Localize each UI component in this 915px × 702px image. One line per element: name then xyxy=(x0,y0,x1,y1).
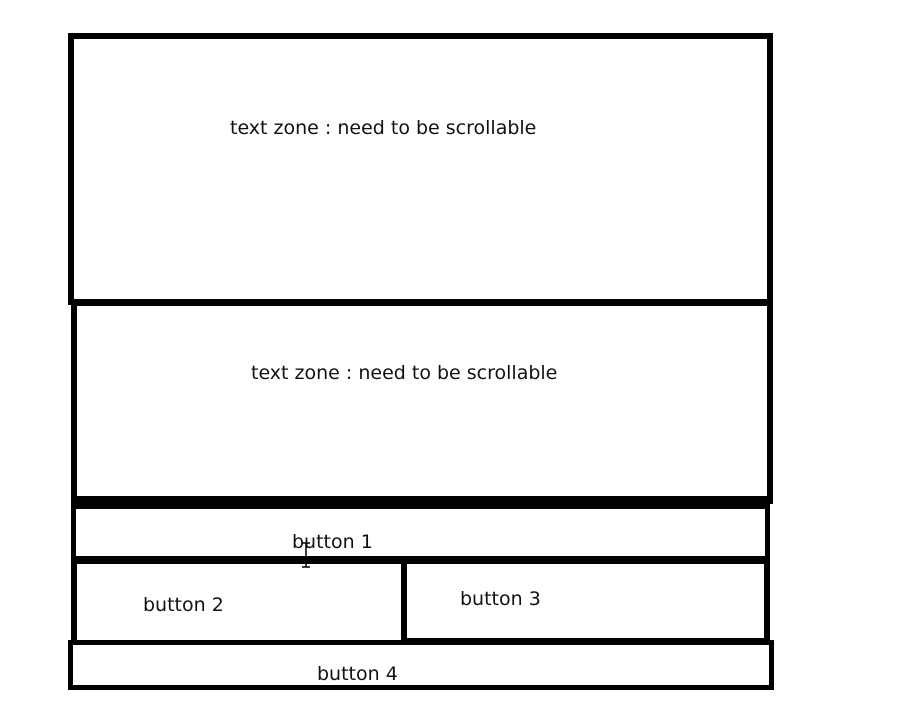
text-zone-1-label: text zone : need to be scrollable xyxy=(230,117,537,139)
scrollable-text-zone-2[interactable]: text zone : need to be scrollable xyxy=(71,300,773,504)
button-3[interactable]: button 3 xyxy=(401,558,770,644)
button-2[interactable]: button 2 xyxy=(71,558,409,646)
button-1-label: button 1 xyxy=(292,531,373,553)
scrollable-text-zone-1[interactable]: text zone : need to be scrollable xyxy=(68,33,773,305)
button-3-label: button 3 xyxy=(460,588,541,610)
text-zone-2-label: text zone : need to be scrollable xyxy=(251,362,558,384)
button-2-label: button 2 xyxy=(143,594,224,616)
button-4-label: button 4 xyxy=(317,663,398,685)
button-4[interactable]: button 4 xyxy=(68,640,774,690)
button-1[interactable]: button 1 xyxy=(71,504,770,561)
text-cursor-icon xyxy=(302,542,310,568)
